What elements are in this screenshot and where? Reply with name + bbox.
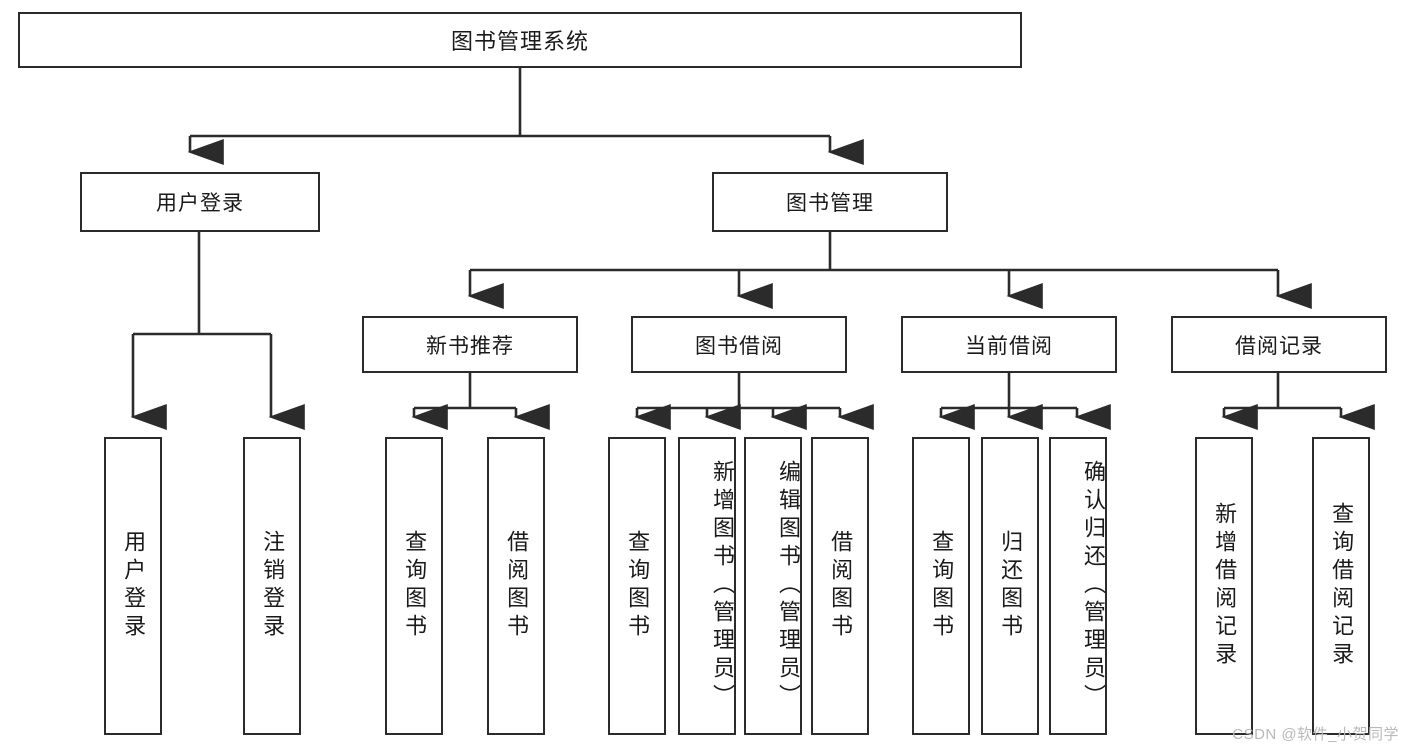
node-label: 确认归还（管理员）	[1081, 460, 1106, 712]
node-book-borrow[interactable]: 图书借阅	[631, 316, 847, 373]
leaf-query-borrow-record[interactable]: 查询借阅记录	[1312, 437, 1370, 735]
node-label: 借阅图书	[504, 530, 530, 642]
node-label: 查询借阅记录	[1329, 502, 1355, 670]
node-label: 图书管理系统	[450, 29, 589, 54]
leaf-add-book-admin[interactable]: 新增图书（管理员）	[678, 437, 736, 735]
node-borrow-record[interactable]: 借阅记录	[1171, 316, 1387, 373]
leaf-edit-book-admin[interactable]: 编辑图书（管理员）	[744, 437, 802, 735]
node-label: 图书管理	[786, 192, 874, 215]
node-label: 用户登录	[156, 192, 244, 215]
leaf-confirm-return-admin[interactable]: 确认归还（管理员）	[1049, 437, 1107, 735]
node-new-book-recommend[interactable]: 新书推荐	[362, 316, 578, 373]
node-user-login[interactable]: 用户登录	[80, 172, 320, 232]
leaf-logout[interactable]: 注销登录	[243, 437, 301, 735]
leaf-return-book[interactable]: 归还图书	[981, 437, 1039, 735]
node-label: 查询图书	[402, 530, 428, 642]
leaf-add-borrow-record[interactable]: 新增借阅记录	[1195, 437, 1253, 735]
leaf-query-book-borrow[interactable]: 查询图书	[608, 437, 666, 735]
node-library-management-system[interactable]: 图书管理系统	[18, 12, 1022, 68]
node-label: 用户登录	[121, 530, 147, 642]
node-label: 借阅记录	[1235, 334, 1323, 358]
leaf-query-book-recommend[interactable]: 查询图书	[385, 437, 443, 735]
node-label: 图书借阅	[695, 334, 783, 358]
node-label: 查询图书	[929, 530, 955, 642]
node-label: 当前借阅	[965, 334, 1053, 358]
node-label: 借阅图书	[828, 530, 854, 642]
node-label: 归还图书	[998, 530, 1024, 642]
node-label: 新增图书（管理员）	[710, 460, 735, 712]
leaf-borrow-book-recommend[interactable]: 借阅图书	[487, 437, 545, 735]
node-label: 注销登录	[260, 530, 286, 642]
node-book-management[interactable]: 图书管理	[712, 172, 948, 232]
node-label: 查询图书	[625, 530, 651, 642]
node-label: 新增借阅记录	[1212, 502, 1238, 670]
leaf-query-book-current[interactable]: 查询图书	[912, 437, 970, 735]
node-current-borrow[interactable]: 当前借阅	[901, 316, 1117, 373]
node-label: 编辑图书（管理员）	[776, 460, 801, 712]
leaf-user-login[interactable]: 用户登录	[104, 437, 162, 735]
csdn-watermark: CSDN @软件_小贺同学	[1232, 726, 1399, 743]
leaf-borrow-book[interactable]: 借阅图书	[811, 437, 869, 735]
node-label: 新书推荐	[426, 334, 514, 358]
